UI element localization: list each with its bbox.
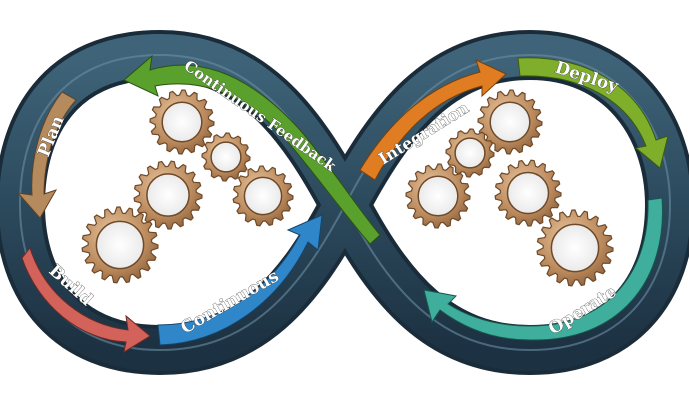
gears-group	[81, 89, 614, 287]
gear-icon	[494, 159, 562, 227]
gear-icon	[477, 89, 543, 155]
gear-icon	[232, 165, 294, 227]
gear-icon	[405, 163, 471, 229]
gear-icon	[445, 128, 495, 178]
gear-icon	[81, 206, 159, 284]
gear-icon	[536, 209, 614, 287]
gear-icon	[149, 89, 215, 155]
gear-icon	[201, 132, 251, 182]
gear-icon	[133, 160, 203, 230]
